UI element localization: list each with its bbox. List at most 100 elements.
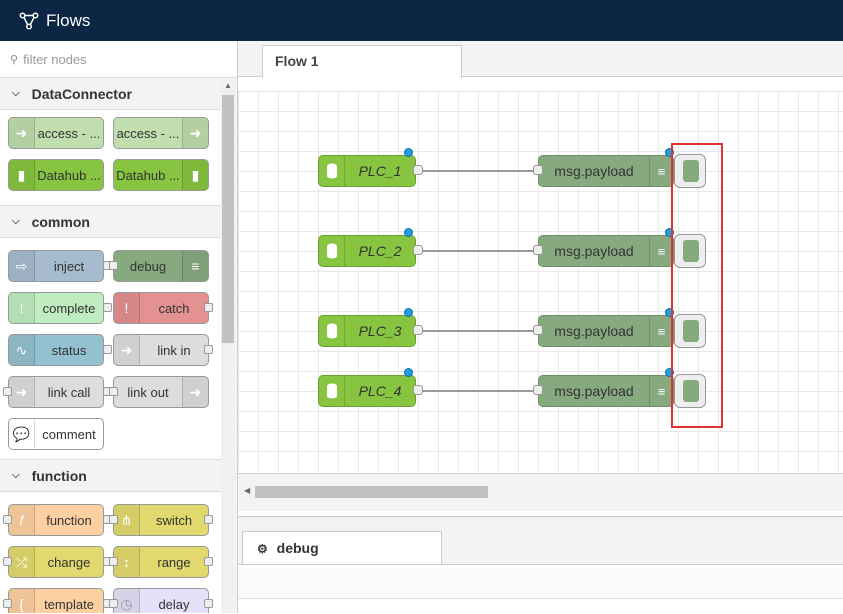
list-icon: ≡ (649, 236, 673, 266)
flow-node-debug-4[interactable]: msg.payload ≡ (538, 375, 674, 407)
switch-icon: ⋔ (114, 505, 140, 535)
palette-node-function[interactable]: f function (8, 504, 104, 536)
palette-node-link-in[interactable]: ➜ link in (113, 334, 209, 366)
debug-toggle-4[interactable] (674, 374, 706, 408)
sidebar-panel: ⚙ debug (238, 516, 843, 614)
output-port[interactable] (413, 325, 423, 335)
search-icon: ⚲ (10, 53, 19, 66)
input-port (109, 261, 118, 270)
palette-node-status[interactable]: ∿ status (8, 334, 104, 366)
input-port (109, 515, 118, 524)
input-port[interactable] (533, 325, 543, 335)
scroll-left-icon[interactable]: ◀ (244, 486, 251, 495)
flow-node-plc-3[interactable]: PLC_3 (318, 315, 416, 347)
database-icon (319, 236, 345, 266)
output-port[interactable] (413, 385, 423, 395)
database-icon: ▮ (9, 160, 35, 190)
status-dot (404, 228, 413, 237)
debug-toggle-3[interactable] (674, 314, 706, 348)
flow-node-plc-2[interactable]: PLC_2 (318, 235, 416, 267)
filter-placeholder: filter nodes (23, 51, 87, 67)
category-dataconnector[interactable]: ⌵ DataConnector (0, 78, 222, 110)
comment-icon: 💬 (9, 419, 35, 449)
output-port (204, 345, 213, 354)
palette-node-change[interactable]: ⤮ change (8, 546, 104, 578)
highlight-box (671, 143, 723, 428)
pulse-icon: ∿ (9, 335, 35, 365)
scrollbar-thumb[interactable] (222, 95, 234, 343)
status-dot (404, 368, 413, 377)
divider (238, 564, 843, 565)
palette-node-datahub-in[interactable]: ▮ Datahub ... (8, 159, 104, 191)
palette-list[interactable]: ⌵ DataConnector ➜ access - ... ➜ access … (0, 78, 222, 613)
output-port[interactable] (413, 165, 423, 175)
wire[interactable] (418, 390, 538, 392)
tab-flow-1[interactable]: Flow 1 (262, 45, 462, 78)
palette-node-access-out[interactable]: ➜ access - ... (113, 117, 209, 149)
status-dot (665, 308, 674, 317)
palette-node-link-call[interactable]: ➜ link call (8, 376, 104, 408)
category-function-nodes: f function ⋔ switch ⤮ change ↕ range (0, 492, 222, 613)
wire[interactable] (418, 170, 538, 172)
palette-node-datahub-out[interactable]: ▮ Datahub ... (113, 159, 209, 191)
flow-node-debug-3[interactable]: msg.payload ≡ (538, 315, 674, 347)
status-dot (404, 148, 413, 157)
arrow-in-icon: ➜ (9, 118, 35, 148)
tab-debug[interactable]: ⚙ debug (242, 531, 442, 564)
category-label: function (31, 467, 87, 484)
input-port (3, 557, 12, 566)
exclamation-icon: ! (114, 293, 140, 323)
palette-node-debug[interactable]: ≡ debug (113, 250, 209, 282)
list-icon: ≡ (649, 376, 673, 406)
flow-node-plc-1[interactable]: PLC_1 (318, 155, 416, 187)
category-function[interactable]: ⌵ function (0, 460, 222, 492)
palette-node-complete[interactable]: ! complete (8, 292, 104, 324)
filter-nodes-input[interactable]: ⚲ filter nodes (0, 41, 237, 78)
input-port (109, 557, 118, 566)
bug-icon: ⚙ (257, 542, 268, 556)
status-dot (665, 368, 674, 377)
palette-node-range[interactable]: ↕ range (113, 546, 209, 578)
clock-icon: ◷ (114, 589, 140, 613)
wire[interactable] (418, 330, 538, 332)
palette-node-link-out[interactable]: ➜ link out (113, 376, 209, 408)
input-port[interactable] (533, 385, 543, 395)
canvas-scrollbar[interactable]: ◀ (238, 473, 843, 511)
input-port (3, 599, 12, 608)
workspace-tabs: Flow 1 (238, 41, 843, 78)
database-icon (319, 156, 345, 186)
flow-node-debug-2[interactable]: msg.payload ≡ (538, 235, 674, 267)
category-dataconnector-nodes: ➜ access - ... ➜ access - ... ▮ Datahub … (0, 110, 222, 206)
palette-node-delay[interactable]: ◷ delay (113, 588, 209, 613)
output-port[interactable] (413, 245, 423, 255)
flows-icon (19, 11, 39, 30)
palette-node-switch[interactable]: ⋔ switch (113, 504, 209, 536)
input-port (109, 599, 118, 608)
input-port[interactable] (533, 165, 543, 175)
function-icon: f (9, 505, 35, 535)
inject-arrow-icon: ⇨ (9, 251, 35, 281)
palette-node-comment[interactable]: 💬 comment (8, 418, 104, 450)
tab-label: debug (276, 540, 319, 556)
debug-toggle-1[interactable] (674, 154, 706, 188)
palette-scrollbar[interactable]: ▲ (221, 81, 235, 613)
palette-node-template[interactable]: { template (8, 588, 104, 613)
palette-node-inject[interactable]: ⇨ inject (8, 250, 104, 282)
workspace: Flow 1 PLC_1 msg.payload ≡ PLC_2 msg.pay… (238, 41, 843, 614)
output-port (204, 557, 213, 566)
output-port (204, 515, 213, 524)
wire[interactable] (418, 250, 538, 252)
flow-node-debug-1[interactable]: msg.payload ≡ (538, 155, 674, 187)
palette-node-access-in[interactable]: ➜ access - ... (8, 117, 104, 149)
scrollbar-thumb[interactable] (255, 486, 488, 498)
flow-node-plc-4[interactable]: PLC_4 (318, 375, 416, 407)
palette-node-catch[interactable]: ! catch (113, 292, 209, 324)
scroll-up-icon[interactable]: ▲ (224, 81, 232, 90)
node-palette: ⚲ filter nodes ⌵ DataConnector ➜ access … (0, 41, 238, 613)
debug-toolbar (238, 569, 843, 599)
category-common[interactable]: ⌵ common (0, 206, 222, 238)
flow-canvas[interactable]: PLC_1 msg.payload ≡ PLC_2 msg.payload ≡ (238, 91, 843, 471)
debug-toggle-2[interactable] (674, 234, 706, 268)
curly-braces-icon: { (9, 589, 35, 613)
input-port[interactable] (533, 245, 543, 255)
